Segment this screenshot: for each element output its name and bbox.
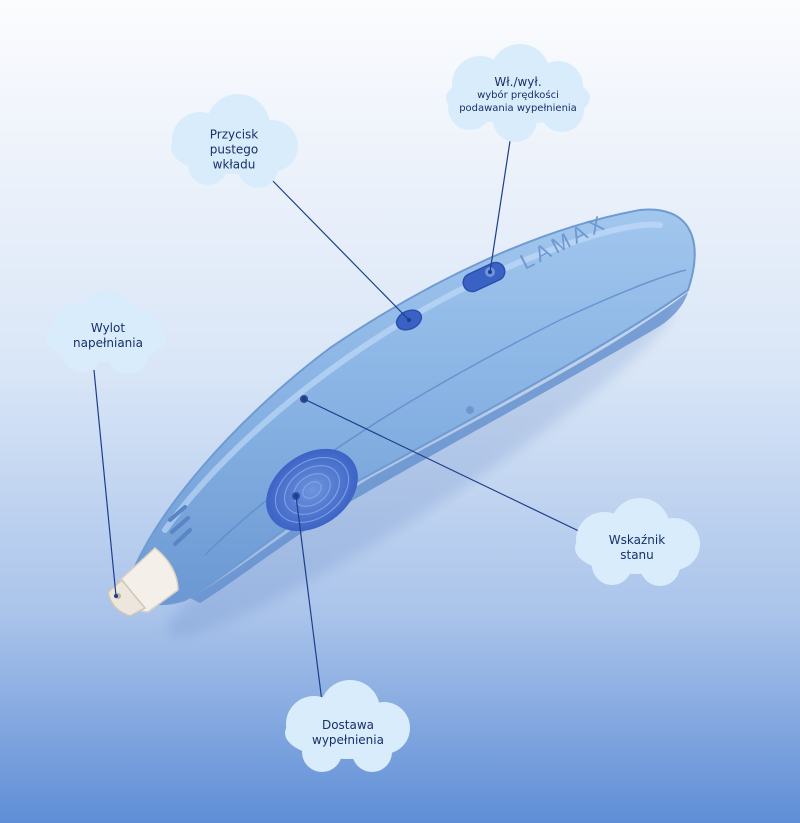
leader-lines (93, 127, 586, 703)
pen-underside (190, 292, 688, 603)
callout-feed: Dostawa wypełnienia (308, 718, 388, 748)
cloud-empty-button (171, 94, 298, 188)
callout-power: Wł./wył. wybór prędkości podawania wypeł… (458, 75, 578, 115)
callout-status: Wskaźnik stanu (597, 533, 677, 563)
cloud-power (446, 44, 590, 142)
callout-outlet: Wylot napełniania (63, 321, 153, 351)
side-screw (466, 406, 474, 414)
nozzle (107, 547, 179, 617)
vent-slots (168, 505, 192, 546)
callout-status-title: Wskaźnik stanu (608, 533, 666, 562)
feed-grip (266, 448, 358, 532)
cloud-feed (285, 680, 410, 772)
callout-empty-button-title: Przycisk pustego wkładu (209, 127, 259, 172)
grip-rings (274, 456, 350, 524)
callout-power-subtitle: wybór prędkości podawania wypełnienia (459, 90, 577, 114)
pen-highlight (162, 221, 663, 533)
callout-feed-title: Dostawa wypełnienia (312, 718, 384, 747)
cloud-outlet (46, 290, 166, 374)
callout-power-title: Wł./wył. (494, 75, 542, 89)
callout-empty-button: Przycisk pustego wkładu (194, 128, 274, 173)
cloud-status (575, 498, 700, 586)
callout-outlet-title: Wylot napełniania (73, 321, 143, 350)
